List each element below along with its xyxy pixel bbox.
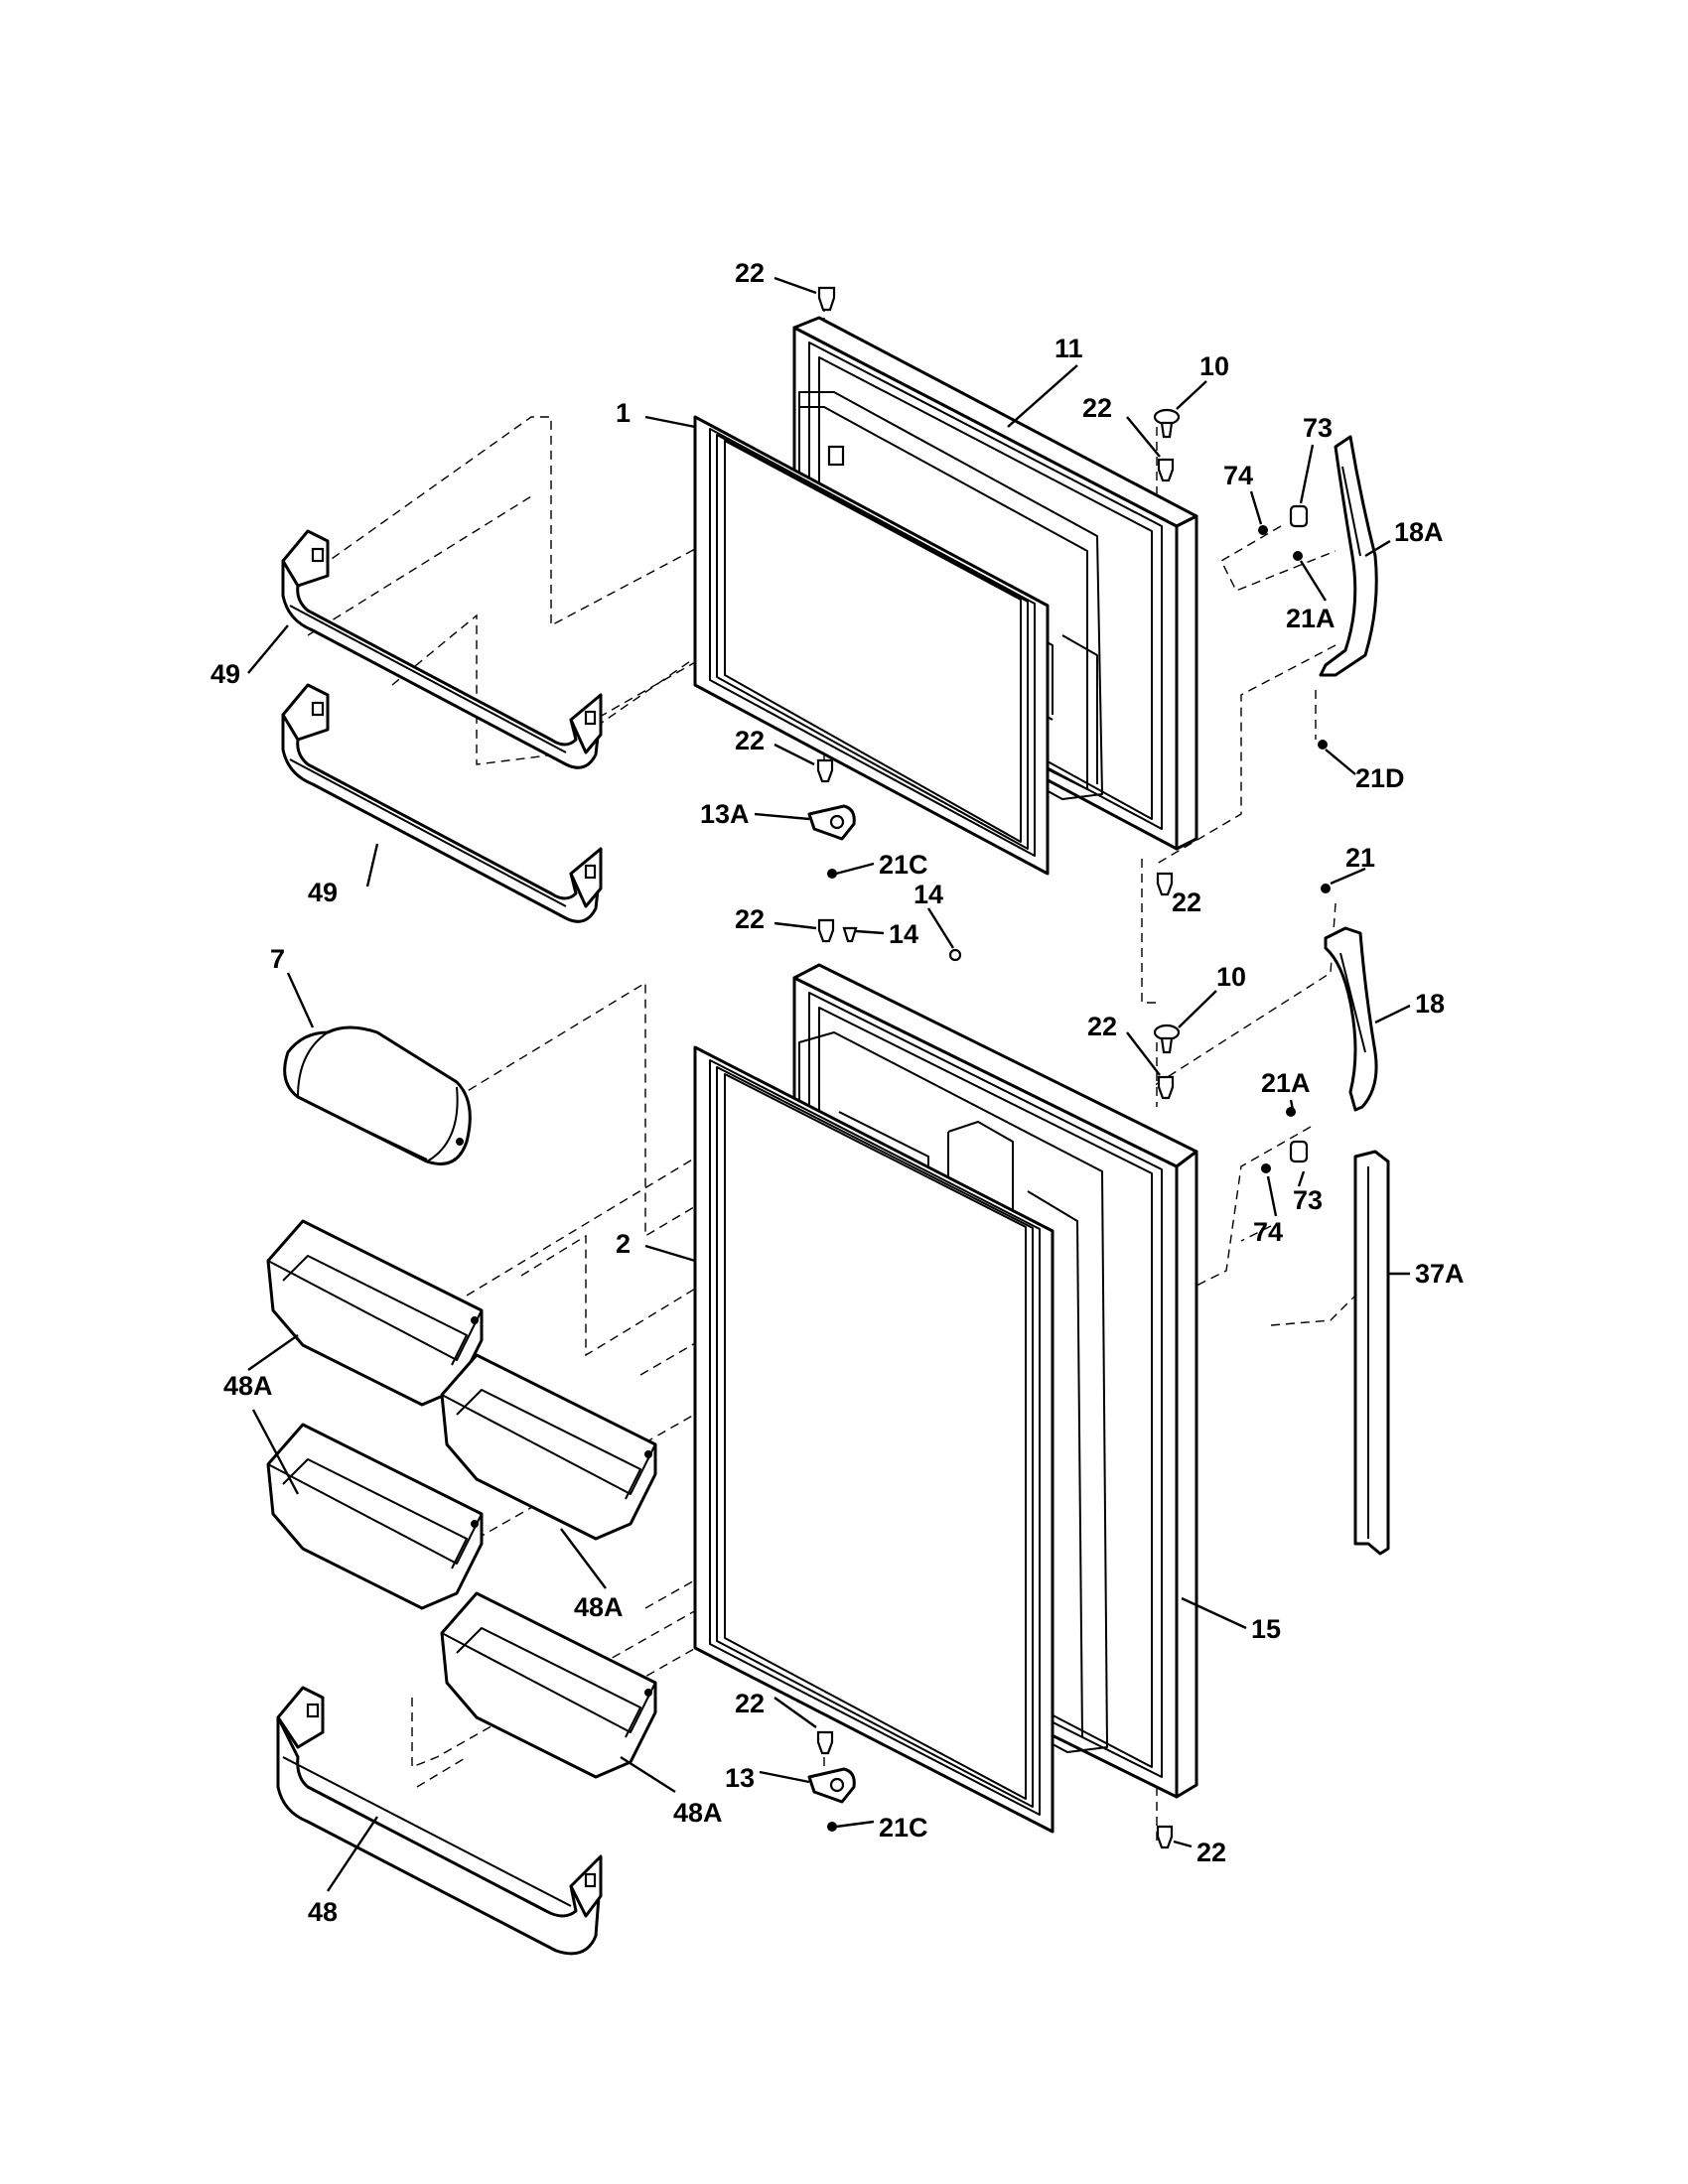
- freezer-door-handle: [1319, 435, 1378, 677]
- handle-trim-strip: [1353, 1150, 1390, 1556]
- callout-49: 49: [308, 878, 338, 907]
- hinge-plates: [807, 804, 856, 1804]
- callout-48a: 48A: [574, 1592, 624, 1622]
- freezer-door-gasket: [693, 415, 1050, 876]
- callout-13a: 13A: [700, 799, 750, 829]
- callout-leader-lines: [247, 276, 1411, 1892]
- callout-1: 1: [616, 398, 631, 428]
- fresh-food-door-handle: [1324, 926, 1378, 1112]
- callout-11: 11: [1055, 334, 1083, 363]
- lower-door-shelf: [276, 1686, 603, 1956]
- callout-7: 7: [270, 944, 285, 974]
- callout-48a: 48A: [673, 1798, 723, 1828]
- callout-22: 22: [735, 904, 765, 934]
- upper-door-shelf-2: [281, 683, 603, 923]
- callout-22: 22: [1172, 887, 1201, 917]
- door-bin-bottom-right: [440, 1591, 657, 1779]
- callout-21c: 21C: [879, 1813, 928, 1843]
- callout-22: 22: [1087, 1012, 1117, 1041]
- callout-18: 18: [1415, 989, 1445, 1019]
- callout-48: 48: [308, 1897, 338, 1927]
- hardware-dots: [827, 525, 1331, 1832]
- callout-49: 49: [211, 659, 240, 689]
- callout-21d: 21D: [1355, 763, 1405, 793]
- callout-73: 73: [1293, 1185, 1323, 1215]
- callout-22: 22: [735, 726, 765, 755]
- callout-14: 14: [914, 880, 943, 909]
- callout-15: 15: [1251, 1614, 1281, 1644]
- door-bin-middle-right: [440, 1353, 657, 1541]
- callout-22: 22: [1196, 1838, 1226, 1867]
- callout-10: 10: [1216, 962, 1246, 992]
- callout-21a: 21A: [1261, 1068, 1311, 1098]
- callout-37a: 37A: [1415, 1259, 1465, 1289]
- callout-10: 10: [1199, 351, 1229, 381]
- callout-labels: 22 11 10 22 73 74 18A 1 21A 49 22 21D 13…: [211, 258, 1465, 1927]
- callout-13: 13: [725, 1763, 755, 1793]
- callout-21: 21: [1345, 843, 1375, 873]
- callout-22: 22: [735, 258, 765, 288]
- dairy-compartment-cover: [283, 1025, 472, 1165]
- callout-73: 73: [1303, 413, 1333, 443]
- callout-18a: 18A: [1394, 517, 1444, 547]
- hardware-screws: [816, 286, 1309, 1849]
- callout-48a: 48A: [223, 1371, 273, 1401]
- callout-22: 22: [1082, 393, 1112, 423]
- door-bin-lower-left: [266, 1423, 484, 1610]
- callout-22: 22: [735, 1689, 765, 1718]
- callout-74: 74: [1253, 1217, 1283, 1247]
- callout-2: 2: [616, 1229, 631, 1259]
- upper-door-shelf-1: [281, 529, 603, 769]
- callout-21a: 21A: [1286, 604, 1336, 633]
- callout-74: 74: [1223, 461, 1253, 490]
- door-bin-upper-left: [266, 1219, 484, 1407]
- fresh-food-door-gasket: [693, 1045, 1055, 1834]
- callout-14: 14: [889, 919, 918, 949]
- callout-21c: 21C: [879, 850, 928, 880]
